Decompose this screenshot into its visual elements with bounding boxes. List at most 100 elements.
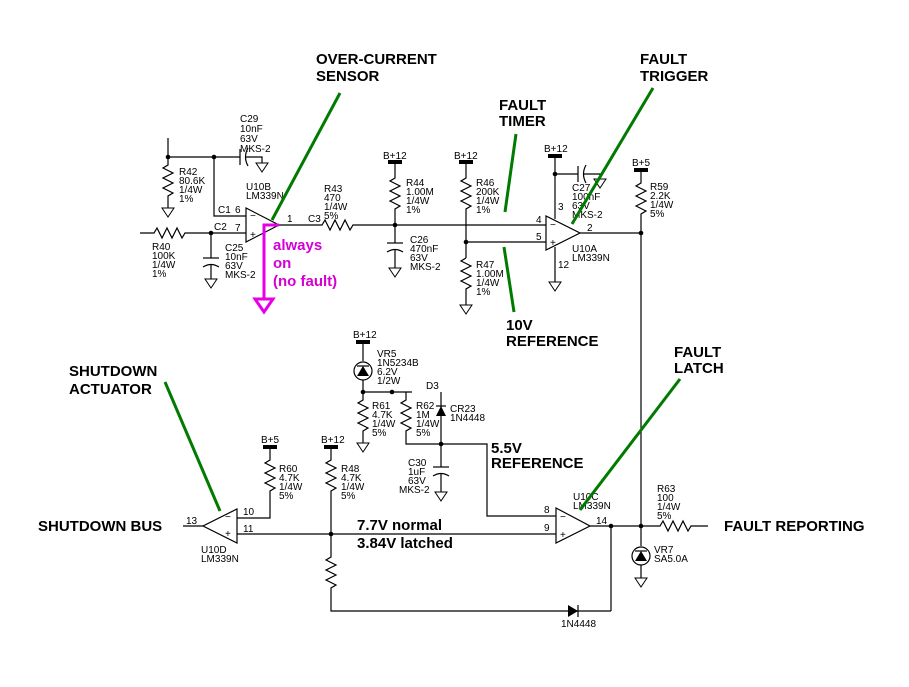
ground-icon [161, 207, 175, 218]
svg-text:−: − [225, 512, 231, 523]
u10c-label: U10C LM339N [573, 492, 611, 512]
latch-feedback-resistor [324, 534, 611, 612]
ground-icon [548, 281, 562, 292]
r60-resistor [237, 447, 277, 519]
ground-icon [459, 304, 473, 315]
r43-resistor [279, 218, 466, 232]
c25-label: C25 10nF 63V MKS-2 [225, 243, 256, 281]
svg-text:7: 7 [235, 223, 241, 234]
r42-resistor [161, 157, 175, 208]
vr7-label: VR7 SA5.0A [654, 545, 688, 565]
ground-icon [434, 491, 448, 502]
r42-label: R42 80.6K 1/4W 1% [179, 167, 208, 205]
fault-reporting-label: FAULT REPORTING [724, 518, 865, 535]
feedback-diode [568, 605, 578, 617]
r48-label: R48 4.7K 1/4W 5% [341, 464, 367, 502]
svg-text:10: 10 [243, 507, 255, 518]
c29-label: C29 10nF 63V MKS-2 [240, 114, 271, 155]
svg-text:C1: C1 [218, 205, 231, 216]
r40-resistor [140, 226, 246, 240]
shutdown-actuator-leader [163, 381, 222, 512]
r62-label: R62 1M 1/4W 5% [416, 401, 442, 439]
fault-timer-label: FAULT TIMER [499, 97, 550, 130]
svg-text:9: 9 [544, 523, 550, 534]
svg-text:+: + [550, 238, 556, 249]
svg-text:B+12: B+12 [383, 151, 407, 162]
svg-text:B+5: B+5 [632, 158, 651, 169]
svg-text:+: + [225, 529, 231, 540]
always-on-ground-icon [252, 297, 276, 315]
fault-latch-leader [578, 378, 682, 511]
svg-text:D3: D3 [426, 381, 439, 392]
fault-trigger-leader [570, 87, 655, 225]
r59-resistor [634, 170, 648, 526]
svg-text:11: 11 [243, 524, 254, 535]
u10c-opamp [555, 507, 592, 544]
latch-node-normal-label: 7.7V normal [357, 517, 442, 534]
ground-icon [255, 162, 269, 173]
c30-label: C30 1uF 63V MKS-2 [399, 458, 430, 496]
r43-label: R43 470 1/4W 5% [324, 184, 350, 222]
r46-label: R46 200K 1/4W 1% [476, 178, 502, 216]
svg-text:B+12: B+12 [454, 151, 478, 162]
svg-text:12: 12 [558, 260, 570, 271]
u10d-label: U10D LM339N [201, 545, 239, 565]
r44-label: R44 1.00M 1/4W 1% [406, 178, 437, 216]
svg-text:C2: C2 [214, 222, 227, 233]
svg-text:1: 1 [287, 214, 293, 225]
latch-section: − + 10 11 13 U10D LM339N B+5 R60 4.7K 1/… [183, 435, 708, 630]
svg-text:2: 2 [587, 223, 593, 234]
svg-text:1N4448: 1N4448 [561, 619, 596, 630]
ground-icon [634, 577, 648, 588]
fault-timer-leader [503, 133, 518, 213]
over-current-sensor-section: − + 6 7 1 C1 C2 C3 C29 10nF 63V MKS-2 R4… [140, 114, 466, 315]
fault-timer-section: B+12 R44 1.00M 1/4W 1% C26 470nF 63V MKS… [383, 151, 546, 315]
svg-text:4: 4 [536, 215, 542, 226]
svg-text:B+12: B+12 [321, 435, 345, 446]
r62-resistor [399, 392, 444, 445]
annotations: OVER-CURRENT SENSOR FAULT TIMER FAULT TR… [38, 51, 865, 552]
shutdown-bus-label: SHUTDOWN BUS [38, 518, 162, 535]
svg-text:14: 14 [596, 516, 608, 527]
always-on-note: always on (no fault) [273, 237, 337, 290]
r44-resistor [388, 162, 402, 225]
shutdown-actuator-label: SHUTDOWN ACTUATOR [69, 363, 162, 398]
reference-section: B+12 VR5 1N5234B 6.2V 1/2W D3 R61 4.7K 1… [353, 330, 546, 517]
r63-resistor [590, 519, 708, 533]
svg-text:8: 8 [544, 505, 550, 516]
ground-icon [388, 267, 402, 278]
fault-trigger-label: FAULT TRIGGER [640, 51, 709, 85]
svg-text:C3: C3 [308, 214, 321, 225]
ten-v-reference-leader [502, 246, 516, 313]
cr23-label: CR23 1N4448 [450, 404, 485, 424]
svg-text:6: 6 [235, 205, 241, 216]
svg-text:−: − [250, 211, 256, 222]
svg-text:B+12: B+12 [544, 144, 568, 155]
five-five-v-reference-label: 5.5V REFERENCE [491, 440, 584, 472]
svg-text:13: 13 [186, 516, 198, 527]
ground-icon [356, 442, 370, 453]
svg-text:+: + [560, 530, 566, 541]
u10a-opamp [545, 215, 582, 251]
latch-node-latched-label: 3.84V latched [357, 535, 453, 552]
r61-label: R61 4.7K 1/4W 5% [372, 401, 398, 439]
fault-latch-label: FAULT LATCH [674, 344, 725, 377]
r47-resistor [459, 257, 473, 305]
u10b-label: U10B LM339N [246, 182, 284, 202]
svg-text:B+5: B+5 [261, 435, 280, 446]
svg-text:5: 5 [536, 232, 542, 243]
ten-v-reference-label: 10V REFERENCE [506, 317, 599, 350]
svg-text:−: − [560, 512, 566, 523]
r47-label: R47 1.00M 1/4W 1% [476, 260, 507, 298]
vr5-label: VR5 1N5234B 6.2V 1/2W [377, 349, 421, 387]
r63-label: R63 100 1/4W 5% [657, 484, 683, 522]
u10a-label: U10A LM339N [572, 244, 610, 264]
always-on-indicator [262, 223, 279, 298]
over-current-sensor-leader [270, 92, 342, 221]
cr23-diode [436, 406, 446, 416]
c26-label: C26 470nF 63V MKS-2 [410, 235, 441, 273]
r46-resistor [459, 162, 473, 258]
svg-text:+: + [250, 230, 256, 241]
svg-text:−: − [550, 220, 556, 231]
